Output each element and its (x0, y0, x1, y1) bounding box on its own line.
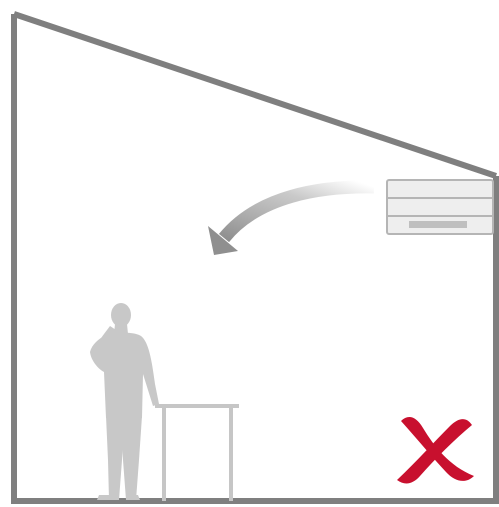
person-leg-right (120, 416, 142, 500)
table-leg-right (229, 408, 233, 501)
table-leg-left (162, 408, 166, 501)
table-icon (155, 404, 239, 501)
curved-arrow-icon (208, 187, 374, 255)
room-outline (14, 14, 496, 501)
person-foot-right (126, 495, 140, 500)
person-neck (114, 324, 128, 334)
sloped-ceiling (14, 14, 496, 176)
person-head (111, 303, 131, 327)
table-top (155, 404, 239, 408)
airflow-arrow-shaft (224, 187, 374, 238)
air-conditioner-icon (387, 180, 493, 234)
ac-vent (409, 221, 467, 228)
person-foot-left (97, 495, 119, 500)
red-x-icon (397, 417, 474, 484)
person-on-phone-icon (90, 303, 159, 500)
